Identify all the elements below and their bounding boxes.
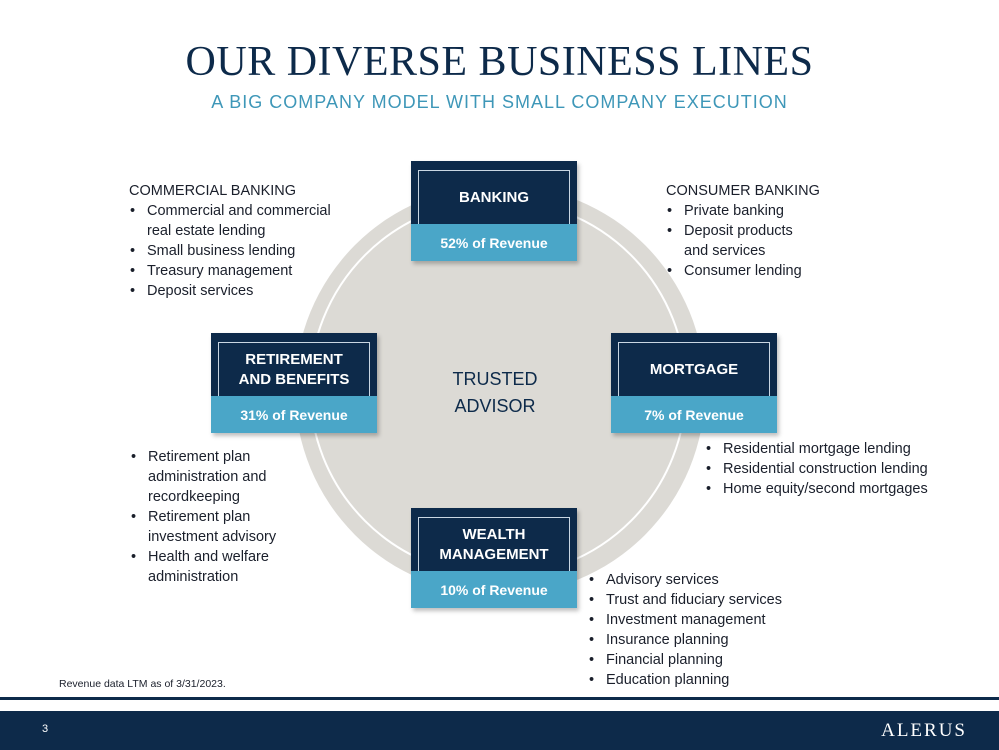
mortgage-box: MORTGAGE 7% of Revenue [611, 333, 777, 433]
list-item: Residential construction lending [705, 459, 928, 479]
banking-box: BANKING 52% of Revenue [411, 161, 577, 261]
retirement-box: RETIREMENT AND BENEFITS 31% of Revenue [211, 333, 377, 433]
list-item: Small business lending [129, 241, 331, 261]
list-item: Education planning [588, 670, 782, 690]
wealth-name: WEALTH MANAGEMENT [411, 519, 577, 571]
list-item: Home equity/second mortgages [705, 479, 928, 499]
list-item: Advisory services [588, 570, 782, 590]
wealth-name-line-1: WEALTH [462, 526, 526, 543]
list-item: Residential mortgage lending [705, 439, 928, 459]
wealth-name-line-2: MANAGEMENT [439, 546, 549, 563]
page-subtitle: A BIG COMPANY MODEL WITH SMALL COMPANY E… [211, 92, 788, 112]
wealth-revenue: 10% of Revenue [411, 571, 577, 608]
mortgage-services-list: Residential mortgage lending Residential… [705, 439, 928, 499]
banking-name: BANKING [459, 189, 529, 206]
commercial-banking-block: COMMERCIAL BANKING Commercial and commer… [129, 181, 331, 301]
footer-bar [0, 711, 999, 750]
retirement-name-line-2: AND BENEFITS [238, 371, 350, 388]
list-item: Trust and fiduciary services [588, 590, 782, 610]
list-item: Treasury management [129, 261, 331, 281]
list-item: Deposit services [129, 281, 331, 301]
wealth-services-block: Advisory services Trust and fiduciary se… [588, 570, 782, 690]
list-item: Investment management [588, 610, 782, 630]
commercial-banking-heading: COMMERCIAL BANKING [129, 183, 297, 199]
retirement-revenue: 31% of Revenue [211, 396, 377, 433]
page-number: 3 [42, 723, 49, 735]
footnote: Revenue data LTM as of 3/31/2023. [59, 678, 226, 690]
list-item: Consumer lending [666, 261, 820, 281]
wealth-box: WEALTH MANAGEMENT 10% of Revenue [411, 508, 577, 608]
retirement-name: RETIREMENT AND BENEFITS [211, 344, 377, 396]
list-item: Insurance planning [588, 630, 782, 650]
mortgage-services-block: Residential mortgage lending Residential… [705, 439, 928, 499]
wealth-services-list: Advisory services Trust and fiduciary se… [588, 570, 782, 690]
consumer-banking-heading: CONSUMER BANKING [666, 183, 820, 199]
mortgage-name: MORTGAGE [649, 361, 739, 378]
retirement-name-line-1: RETIREMENT [245, 351, 343, 368]
consumer-banking-block: CONSUMER BANKING Private banking Deposit… [666, 181, 820, 281]
center-line-1: TRUSTED [452, 369, 538, 389]
footer-divider [0, 697, 999, 700]
center-line-2: ADVISOR [454, 396, 536, 416]
alerus-logo: ALERUS [881, 720, 967, 741]
list-item: Financial planning [588, 650, 782, 670]
banking-revenue: 52% of Revenue [411, 224, 577, 261]
trusted-advisor-label: TRUSTED ADVISOR [430, 366, 560, 420]
list-item: Private banking [666, 201, 820, 221]
mortgage-revenue: 7% of Revenue [611, 396, 777, 433]
page-title: OUR DIVERSE BUSINESS LINES [185, 39, 814, 85]
